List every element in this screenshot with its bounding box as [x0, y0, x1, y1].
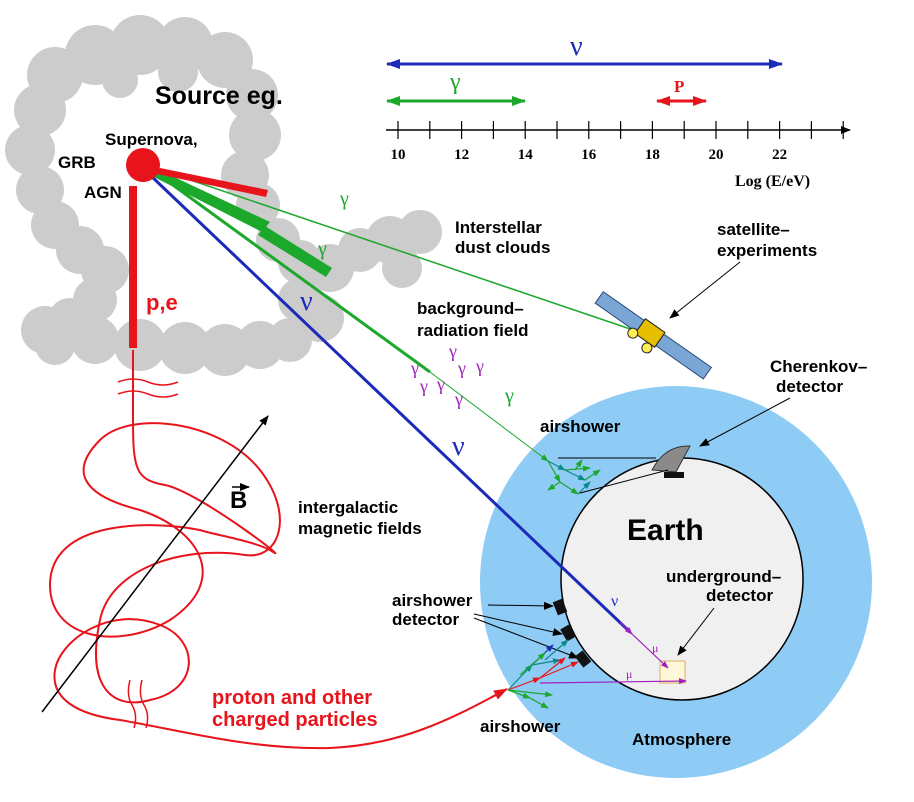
energy-axis-label: Log (E/eV) [735, 173, 810, 190]
airshower-cascade-top [547, 459, 601, 495]
airshower-label-top: airshower [540, 417, 621, 436]
muon-track-1 [631, 633, 669, 669]
asd-label-1: airshower [392, 591, 473, 610]
gamma-thick-band-1 [152, 168, 270, 232]
gamma-energy-label: γ [449, 69, 461, 95]
atmosphere-label: Atmosphere [632, 730, 731, 749]
airshower-cascade-bottom [507, 639, 579, 709]
gamma-label-3: γ [504, 385, 514, 407]
gamma-path-continuation [429, 371, 549, 462]
airshower-label-bottom: airshower [480, 717, 561, 736]
cloud-blob [5, 125, 55, 175]
pe-label: p,e [146, 290, 178, 315]
gamma-thick-band-2 [258, 226, 332, 277]
b-field-label: B [230, 487, 247, 514]
ug-label-2: detector [706, 586, 773, 605]
muon-label-1: μ [652, 641, 658, 655]
gamma-path-top [154, 167, 646, 335]
gamma-path-mid [154, 170, 431, 374]
background-photons: γ γ γ γ γ γ γ [410, 341, 484, 409]
dust-cloud [5, 15, 442, 376]
energy-tick-label: 22 [772, 147, 787, 163]
asd-pointers [473, 601, 579, 659]
airshower-detectors [552, 598, 592, 668]
path-break-marks [117, 378, 179, 729]
sat-pointer [669, 261, 741, 319]
gamma-label-1: γ [339, 188, 349, 210]
proton-label-1: proton and other [212, 687, 372, 709]
cloud-blob [159, 322, 211, 374]
bg-gamma-1: γ [448, 341, 457, 361]
mag-label-2: magnetic fields [298, 519, 422, 538]
energy-tick-label: 16 [581, 147, 597, 163]
bg-label-1: background– [417, 299, 524, 318]
energy-tick-label: 10 [391, 147, 406, 163]
neutrino-path [148, 173, 632, 634]
neutrino-path-inner [619, 621, 633, 635]
cloud-blob [382, 248, 422, 288]
cloud-blob [35, 325, 75, 365]
mag-label-1: intergalactic [298, 498, 398, 517]
dust-label-2: dust clouds [455, 238, 550, 257]
bg-gamma-6: γ [436, 374, 445, 394]
energy-tick-label: 12 [454, 147, 469, 163]
nu-label-3: ν [611, 593, 618, 610]
asd-label-2: detector [392, 610, 459, 629]
source-heading: Source eg. [155, 82, 283, 110]
cloud-blob [226, 69, 278, 121]
cloud-blob [110, 15, 170, 75]
bg-gamma-4: γ [475, 356, 484, 376]
cloud-blob [102, 62, 138, 98]
cherenkov-light-cone [558, 457, 669, 494]
energy-tick-label: 14 [518, 147, 534, 163]
cloud-blob [398, 210, 442, 254]
earth-label: Earth [627, 514, 704, 547]
gamma-thick-band-3 [157, 168, 268, 197]
nu-energy-label: ν [570, 31, 583, 62]
bg-gamma-5: γ [419, 376, 428, 396]
cher-label-2: detector [776, 377, 843, 396]
bg-gamma-7: γ [454, 389, 463, 409]
energy-ticks: 10 12 14 16 18 20 22 [391, 121, 844, 163]
cloud-blob [278, 278, 322, 322]
ug-pointer [677, 607, 715, 656]
source-supernova: Supernova, [105, 130, 198, 149]
source-agn: AGN [84, 183, 122, 202]
cher-pointer [699, 397, 791, 447]
proton-arrow-head [489, 688, 508, 700]
nu-label-2: ν [452, 431, 465, 462]
cherenkov-dish-icon [651, 445, 691, 478]
cloud-blob [158, 52, 198, 92]
source-object [126, 148, 160, 182]
pe-jet [129, 186, 137, 348]
energy-tick-label: 20 [709, 147, 724, 163]
cloud-blob [114, 319, 166, 371]
ug-label-1: underground– [666, 567, 781, 586]
bg-gamma-3: γ [457, 358, 466, 378]
cloud-blob [229, 109, 281, 161]
bg-label-2: radiation field [417, 321, 528, 340]
sat-label-2: experiments [717, 241, 817, 260]
magnetic-field-axis [41, 415, 269, 713]
p-energy-label: P [674, 77, 684, 96]
nu-label-1: ν [300, 286, 313, 317]
cloud-blob [71, 316, 119, 364]
proton-label-2: charged particles [212, 709, 378, 731]
energy-tick-label: 18 [645, 147, 660, 163]
bg-gamma-2: γ [410, 358, 419, 378]
muon-track-2 [539, 678, 687, 685]
muon-label-2: μ [626, 667, 632, 681]
cloud-blob [14, 84, 66, 136]
satellite-icon [594, 291, 713, 380]
dust-label-1: Interstellar [455, 218, 542, 237]
energy-scale: ν γ P 10 12 14 16 18 20 22 Log (E/eV) [386, 31, 851, 190]
proton-path [48, 350, 506, 750]
sat-label-1: satellite– [717, 220, 790, 239]
cher-label-1: Cherenkov– [770, 357, 867, 376]
gamma-label-2: γ [317, 238, 327, 260]
source-grb: GRB [58, 153, 96, 172]
